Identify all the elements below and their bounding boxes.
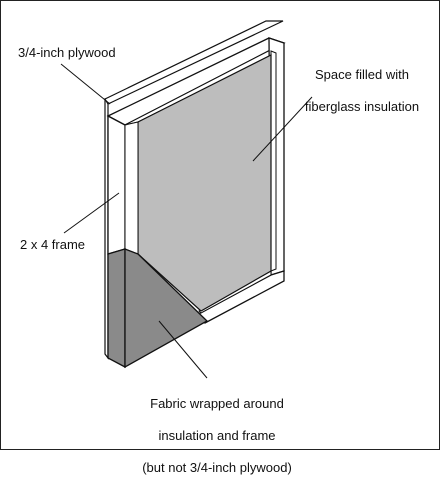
frame-left-member: [107, 114, 126, 255]
label-frame: 2 x 4 frame: [20, 237, 86, 252]
label-insulation-line1: Space filled with: [315, 67, 409, 82]
label-insulation-line2: fiberglass insulation: [304, 99, 420, 114]
fabric-left-face: [107, 248, 126, 369]
leader-line-plywood: [60, 63, 111, 105]
frame-right-inner: [270, 50, 277, 272]
label-fabric-line1: Fabric wrapped around: [150, 396, 284, 411]
label-fabric-line2: insulation and frame: [158, 428, 276, 443]
leader-line-frame: [63, 192, 120, 234]
fabric-front-face: [124, 248, 209, 369]
label-insulation-space: Space filled with fiberglass insulation: [297, 51, 427, 131]
acoustic-panel-illustration: [60, 20, 313, 379]
label-fabric: Fabric wrapped around insulation and fra…: [131, 380, 303, 492]
label-fabric-line3: (but not 3/4-inch plywood): [142, 460, 292, 475]
leader-line-space: [252, 96, 313, 162]
leader-line-fabric: [158, 320, 208, 379]
diagram-canvas: 3/4-inch plywood 2 x 4 frame Space fille…: [0, 0, 440, 475]
plywood-top-edge: [104, 20, 284, 105]
label-plywood: 3/4-inch plywood: [18, 45, 116, 60]
frame-left-inner: [124, 121, 139, 255]
